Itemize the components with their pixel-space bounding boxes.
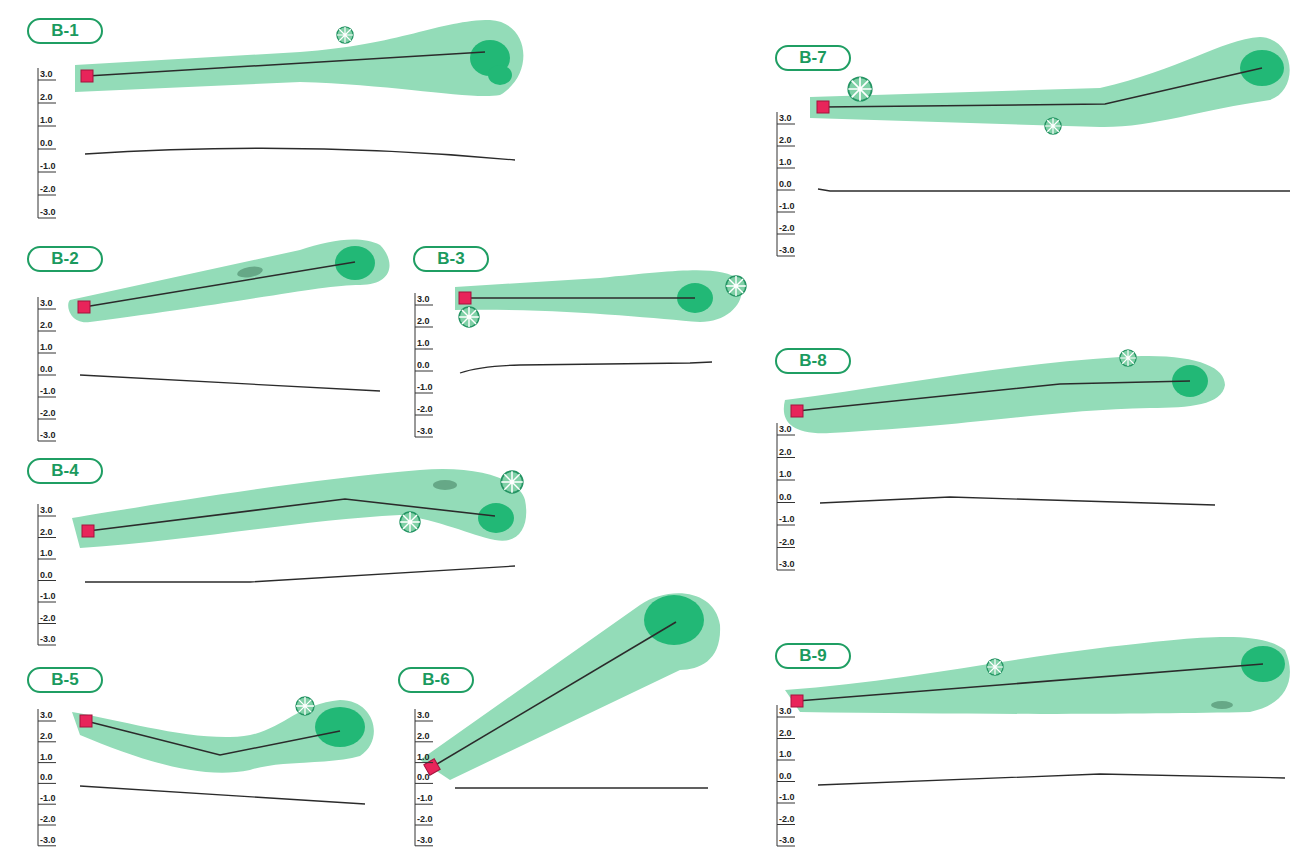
elevation-profiles [80,148,1290,804]
scale-value: -2.0 [779,223,795,233]
greens [315,40,1285,747]
hole-number: B-1 [51,21,78,41]
scale-value: 3.0 [779,424,792,434]
scale-value: -1.0 [779,792,795,802]
scale-value: -1.0 [40,161,56,171]
fairways [68,20,1290,780]
scale-value: 1.0 [40,752,53,762]
hole-label: B-9 [775,643,851,669]
scale-value: -2.0 [40,184,56,194]
scale-value: -3.0 [40,430,56,440]
scale-value: 0.0 [779,771,792,781]
centerlines [84,52,1263,767]
scale-value: 2.0 [40,92,53,102]
hole-number: B-6 [422,670,449,690]
scale-value: -1.0 [40,591,56,601]
scale-value: 1.0 [40,548,53,558]
scale-value: 3.0 [417,294,430,304]
scale-value: 2.0 [417,731,430,741]
trees [296,27,1136,715]
scale-axes [38,68,795,846]
scale-value: 1.0 [779,749,792,759]
scale-value: 3.0 [417,710,430,720]
hole-label: B-7 [775,45,851,71]
scale-value: 1.0 [40,115,53,125]
tees [78,70,829,775]
scale-value: -2.0 [417,404,433,414]
scale-value: -2.0 [779,814,795,824]
scale-value: -3.0 [779,245,795,255]
hole-label: B-5 [27,667,103,693]
hole-label: B-1 [27,18,103,44]
scale-value: -2.0 [779,537,795,547]
scale-value: 0.0 [40,364,53,374]
hole-label: B-2 [27,246,103,272]
scale-value: 2.0 [40,731,53,741]
scale-value: -1.0 [779,514,795,524]
hole-number: B-4 [51,461,78,481]
scale-value: 2.0 [40,320,53,330]
scale-value: 2.0 [779,135,792,145]
scale-value: 3.0 [40,505,53,515]
scale-value: -3.0 [40,634,56,644]
hole-label: B-8 [775,348,851,374]
scale-value: -2.0 [417,814,433,824]
scale-value: 0.0 [40,772,53,782]
hole-number: B-9 [799,646,826,666]
scale-value: -3.0 [40,835,56,845]
scale-value: 1.0 [779,157,792,167]
scale-value: 3.0 [779,113,792,123]
scale-value: 1.0 [779,469,792,479]
scale-value: 3.0 [40,710,53,720]
scale-value: -2.0 [40,613,56,623]
scale-value: -1.0 [417,382,433,392]
hole-label: B-4 [27,458,103,484]
scale-value: 3.0 [40,69,53,79]
scale-value: 1.0 [40,342,53,352]
scale-value: 2.0 [779,728,792,738]
scale-value: -1.0 [417,793,433,803]
scale-value: -1.0 [40,793,56,803]
scale-value: -2.0 [40,408,56,418]
scale-value: -3.0 [779,559,795,569]
scale-value: 2.0 [779,447,792,457]
scale-value: -3.0 [779,835,795,845]
scale-value: 1.0 [417,338,430,348]
scale-value: -1.0 [40,386,56,396]
hole-number: B-7 [799,48,826,68]
scale-value: -3.0 [417,835,433,845]
scale-value: 0.0 [779,492,792,502]
scale-value: -3.0 [417,426,433,436]
bunkers [236,265,1233,709]
hole-number: B-8 [799,351,826,371]
scale-value: 1.0 [417,752,430,762]
scale-value: -1.0 [779,201,795,211]
hole-label: B-3 [413,246,489,272]
scale-value: 3.0 [40,298,53,308]
scale-value: 0.0 [40,570,53,580]
scale-value: 0.0 [779,179,792,189]
scale-value: 3.0 [779,706,792,716]
scale-value: -3.0 [40,207,56,217]
scale-value: 0.0 [417,772,430,782]
hole-number: B-5 [51,670,78,690]
scale-value: 2.0 [40,527,53,537]
hole-number: B-2 [51,249,78,269]
hole-label: B-6 [398,667,474,693]
hole-number: B-3 [437,249,464,269]
scale-value: 2.0 [417,316,430,326]
scale-value: 0.0 [40,138,53,148]
scale-value: -2.0 [40,814,56,824]
scale-value: 0.0 [417,360,430,370]
